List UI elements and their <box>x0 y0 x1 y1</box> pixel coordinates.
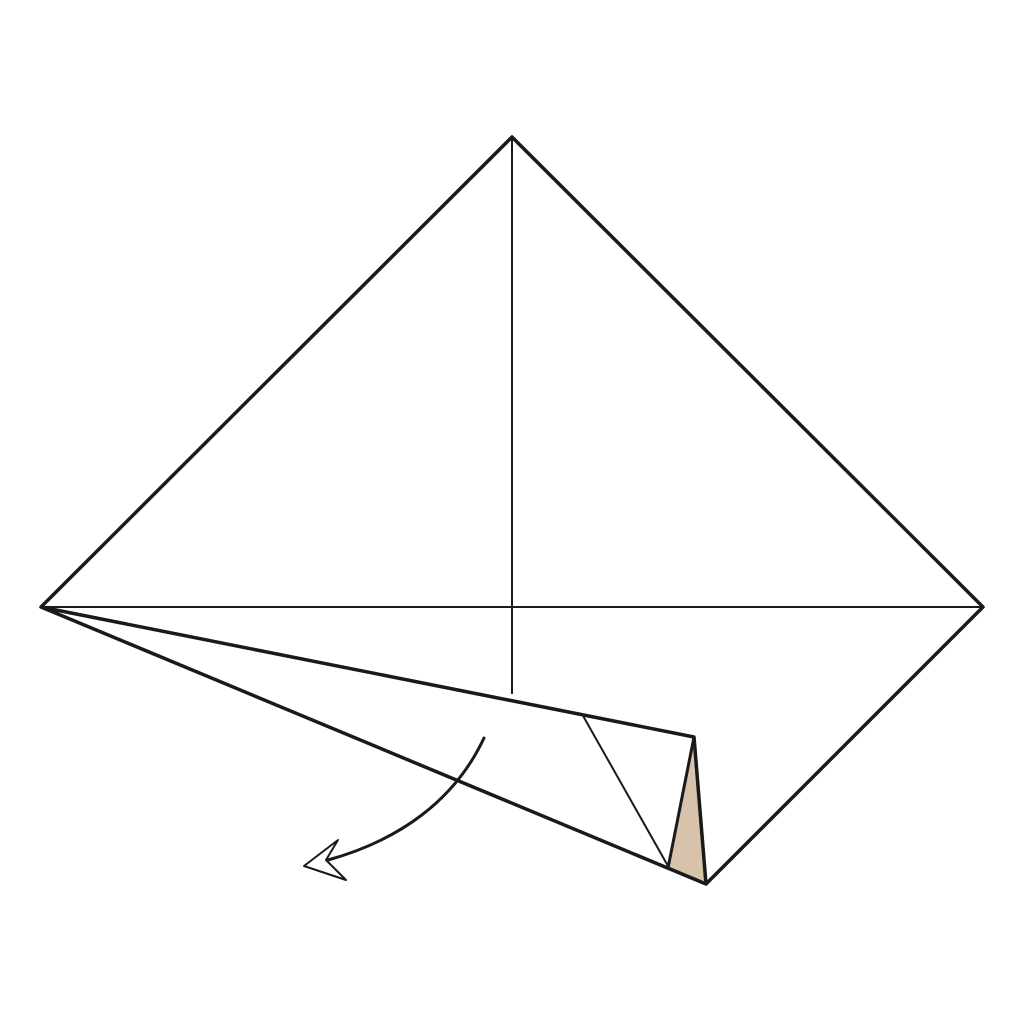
arrow-shaft <box>326 736 486 862</box>
flap-inner-crease <box>581 713 669 867</box>
folded-flap <box>39 605 708 886</box>
fold-direction-arrow <box>303 736 486 881</box>
arrow-head-icon <box>303 839 347 881</box>
square-paper-outline <box>39 135 985 886</box>
